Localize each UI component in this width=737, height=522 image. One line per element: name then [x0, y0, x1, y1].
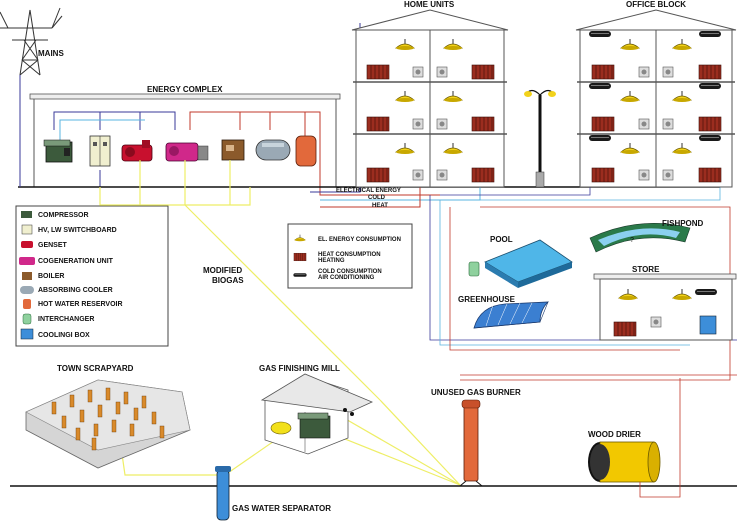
legend-boiler: BOILER [38, 273, 64, 280]
compressor-unit [43, 139, 73, 163]
office-block-label: OFFICE BLOCK [626, 0, 686, 9]
town-scrapyard-icon [25, 379, 191, 469]
boiler-icon [22, 272, 32, 280]
legend-cogeneration: COGENERATION UNIT [38, 258, 114, 265]
wood-drier-label: WOOD DRIER [588, 430, 641, 439]
legend-genset: GENSET [38, 242, 68, 249]
fishpond-icon: ? [589, 223, 691, 253]
ac-icon [293, 273, 307, 277]
boiler-unit [221, 139, 245, 161]
store-building [593, 273, 737, 341]
consumption-legend: EL. ENERGY CONSUMPTION HEAT CONSUMPTION … [287, 223, 413, 289]
equipment-legend: COMPRESSOR HV, LW SWITCHBOARD GENSET COG… [15, 205, 169, 347]
gas-finishing-mill-label: GAS FINISHING MILL [259, 364, 340, 373]
switchboard-unit [89, 135, 111, 167]
mains-pylon-icon [0, 7, 63, 76]
energy-complex-piping [53, 111, 440, 196]
cold-label: COLD [368, 195, 386, 201]
air-conditioning-label: AIR CONDITIONING [318, 275, 375, 281]
cogeneration-icon [19, 257, 35, 265]
heat-label: HEAT [372, 203, 388, 209]
home-units-label: HOME UNITS [404, 0, 455, 9]
radiator-icon [293, 252, 307, 262]
mains-label: MAINS [38, 49, 64, 58]
cooler-icon [20, 286, 34, 294]
legend-interchanger: INTERCHANGER [38, 316, 94, 323]
interchanger-pool-icon [468, 261, 480, 277]
store-label: STORE [632, 265, 660, 274]
gas-finishing-mill-building [260, 373, 374, 455]
office-block-building [575, 9, 737, 188]
gas-water-separator-label: GAS WATER SEPARATOR [232, 504, 331, 513]
hot-water-reservoir-unit [295, 135, 317, 167]
absorbing-cooler-unit [255, 139, 291, 161]
pool-label: POOL [490, 235, 513, 244]
svg-text:?: ? [630, 237, 634, 244]
legend-compressor: COMPRESSOR [38, 212, 89, 219]
unused-gas-burner-icon [459, 399, 483, 487]
modified-biogas-label-2: BIOGAS [212, 276, 244, 285]
fishpond-label: FISHPOND [662, 219, 704, 228]
heat-consumption-label: HEAT CONSUMPTION [318, 252, 381, 258]
compressor-icon [21, 211, 32, 218]
street-lamp-icon [524, 89, 556, 188]
legend-cooling-box: COOLINGI BOX [38, 332, 90, 339]
electrical-energy-label: ELECTRICAL ENERGY [336, 188, 401, 194]
pool-icon [484, 239, 573, 288]
heating-label: HEATING [318, 258, 345, 264]
energy-complex-label: ENERGY COMPLEX [147, 85, 223, 94]
cooling-box-icon [20, 328, 34, 340]
gas-water-separator-icon [215, 466, 231, 521]
genset-icon [21, 241, 33, 248]
switchboard-icon [21, 224, 33, 235]
home-units-building [351, 9, 509, 188]
modified-biogas-label-1: MODIFIED [203, 266, 242, 275]
cogeneration-unit [165, 142, 209, 162]
reservoir-icon [23, 299, 31, 309]
legend-switchboard: HV, LW SWITCHBOARD [38, 227, 117, 234]
genset-unit [121, 140, 153, 162]
el-energy-consumption-label: EL. ENERGY CONSUMPTION [318, 237, 401, 243]
unused-gas-burner-label: UNUSED GAS BURNER [431, 388, 521, 397]
greenhouse-icon [473, 301, 550, 329]
interchanger-icon [22, 313, 32, 325]
wood-drier-icon [588, 441, 661, 483]
town-scrapyard-label: TOWN SCRAPYARD [57, 364, 134, 373]
cold-consumption-label: COLD CONSUMPTION [318, 269, 382, 275]
legend-cooler: ABSORBING COOLER [38, 287, 113, 294]
greenhouse-label: GREENHOUSE [458, 295, 516, 304]
wood-drier-heat-line [639, 378, 681, 498]
legend-reservoir: HOT WATER RESERVOIR [38, 301, 123, 308]
